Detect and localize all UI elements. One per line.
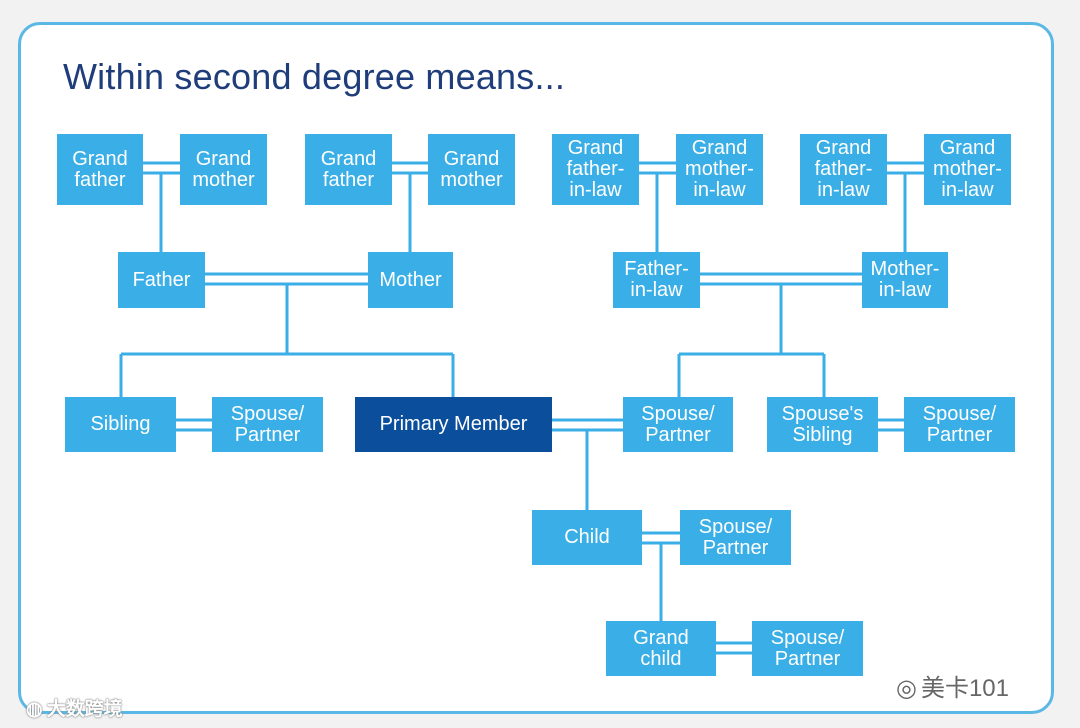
box-sibling: Sibling (65, 397, 176, 452)
diagram-title: Within second degree means... (63, 56, 566, 97)
box-father-in-law: Father- in-law (613, 252, 700, 308)
box-grandfather-paternal: Grand father (57, 134, 143, 205)
box-grandmother-paternal: Grand mother (180, 134, 267, 205)
box-child-spouse: Spouse/ Partner (680, 510, 791, 565)
watermark-left: ◍大数跨境 (26, 694, 123, 721)
box-mother-in-law: Mother- in-law (862, 252, 948, 308)
box-grandfather-in-law-1: Grand father- in-law (552, 134, 639, 205)
box-grandchild: Grand child (606, 621, 716, 676)
box-child: Child (532, 510, 642, 565)
wechat-icon: ◎ (896, 675, 917, 702)
box-grandfather-maternal: Grand father (305, 134, 392, 205)
box-spouses-sibling: Spouse's Sibling (767, 397, 878, 452)
box-spouses-sibling-partner: Spouse/ Partner (904, 397, 1015, 452)
chat-bubble-icon: ◍ (26, 699, 43, 720)
watermark-right-text: 美卡101 (920, 675, 1009, 702)
box-primary-member: Primary Member (355, 397, 552, 452)
box-grandfather-in-law-2: Grand father- in-law (800, 134, 887, 205)
box-grandmother-maternal: Grand mother (428, 134, 515, 205)
box-spouse: Spouse/ Partner (623, 397, 733, 452)
watermark-right: ◎美卡101 (896, 668, 1009, 703)
box-mother: Mother (368, 252, 453, 308)
box-grandmother-in-law-2: Grand mother- in-law (924, 134, 1011, 205)
box-grandmother-in-law-1: Grand mother- in-law (676, 134, 763, 205)
box-father: Father (118, 252, 205, 308)
box-sibling-spouse: Spouse/ Partner (212, 397, 323, 452)
watermark-left-text: 大数跨境 (46, 699, 123, 720)
box-grandchild-spouse: Spouse/ Partner (752, 621, 863, 676)
